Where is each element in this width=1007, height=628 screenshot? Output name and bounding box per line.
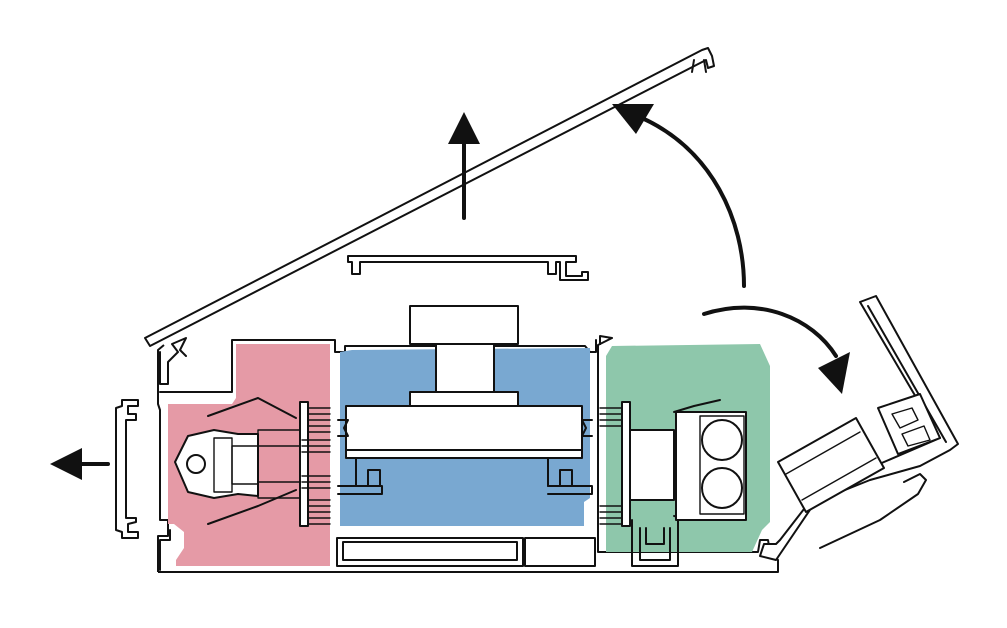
connector-plate	[299, 401, 309, 527]
right-swing-cover	[759, 295, 959, 561]
lid-tab	[691, 59, 707, 73]
center-device-neck	[435, 343, 495, 397]
top-cover-strip-outline	[347, 255, 589, 281]
arrow-up-icon	[448, 112, 480, 220]
center-lower-ledge-right	[547, 485, 593, 495]
right-cover-box	[777, 417, 885, 513]
right-cover-profile-slot	[891, 407, 931, 447]
capacitor-frame	[699, 415, 745, 515]
left-side-profile-outline	[115, 399, 139, 539]
lid-blade	[144, 47, 715, 347]
right-plate	[621, 401, 631, 527]
right-device-body	[629, 429, 675, 501]
top-cover-lid	[144, 47, 715, 385]
right-lower-channel	[631, 519, 679, 567]
right-capacitor-device	[599, 399, 747, 567]
right-screw-terminals	[599, 407, 623, 525]
right-cover-inner	[867, 305, 947, 443]
connector-eye	[186, 454, 206, 474]
base-channel-right	[524, 537, 596, 567]
center-device-housing	[345, 405, 583, 457]
center-lower-ledge-left	[337, 485, 383, 495]
capacitor-top	[701, 419, 743, 461]
outer-wall	[159, 339, 597, 571]
right-cover-curve	[819, 473, 927, 549]
curved-arrow-down-right-icon	[702, 305, 850, 394]
lid-hinge-hook	[159, 337, 187, 385]
center-device-foot-right	[547, 457, 573, 487]
center-device-rail	[345, 449, 583, 459]
top-cover-strip	[347, 255, 589, 281]
right-cover-box-line	[785, 431, 877, 501]
right-clip-upper	[673, 399, 721, 413]
capacitor-bottom	[701, 467, 743, 509]
center-device-foot-left	[355, 457, 381, 487]
center-clip-right	[581, 419, 593, 437]
center-device	[337, 305, 593, 495]
left-side-profile	[115, 399, 139, 539]
left-screw-terminals	[301, 407, 331, 525]
arrow-left-icon	[50, 448, 110, 480]
clip-arm-lower	[207, 489, 297, 525]
clip-arm-upper	[207, 397, 297, 419]
base-channel-inner	[342, 541, 518, 561]
center-clip-left	[337, 419, 349, 437]
center-device-cap	[409, 305, 519, 345]
left-connector-device	[174, 397, 331, 527]
curved-arrow-open-icon	[612, 104, 746, 288]
